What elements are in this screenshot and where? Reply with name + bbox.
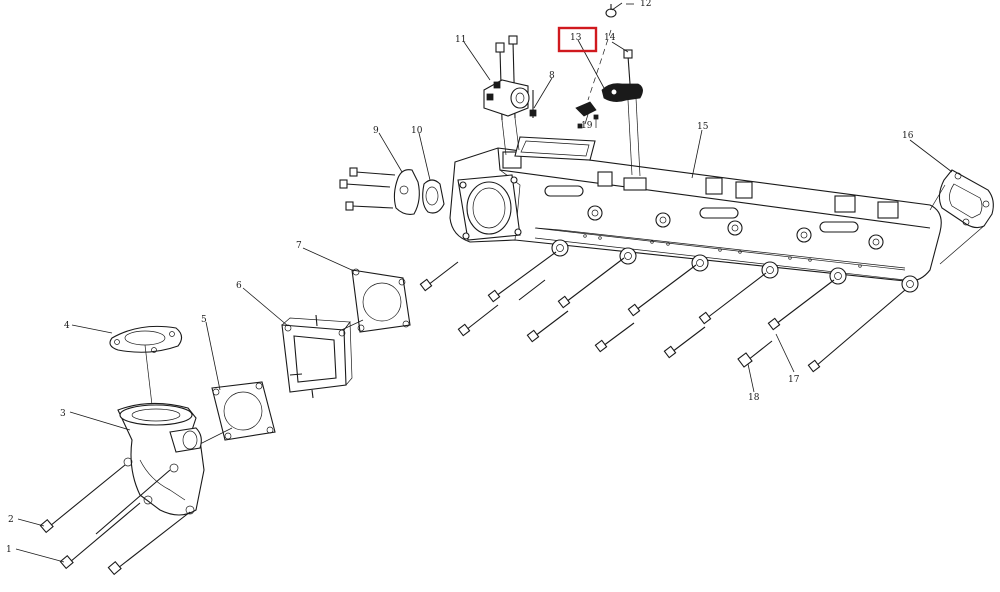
- elbow-3: [117, 402, 205, 516]
- gasket-5: [211, 381, 276, 441]
- label-part-13[interactable]: 13: [570, 33, 582, 43]
- adapter-6: [281, 314, 353, 399]
- leader-lines: [15, 2, 953, 563]
- label-part-14[interactable]: 14: [604, 33, 616, 43]
- label-part-2[interactable]: 2: [8, 515, 14, 525]
- label-part-16[interactable]: 16: [902, 131, 914, 141]
- manifold-bolts: [419, 251, 906, 373]
- top-components: [483, 4, 643, 177]
- elbow-bolts: [39, 464, 191, 576]
- label-part-1[interactable]: 1: [6, 545, 12, 555]
- label-part-8[interactable]: 8: [549, 71, 555, 81]
- highlight-box-part-13: [557, 26, 598, 53]
- label-part-18[interactable]: 18: [748, 393, 760, 403]
- end-gasket: [929, 169, 994, 265]
- side-flange-parts: [339, 167, 445, 215]
- label-part-6[interactable]: 6: [236, 281, 242, 291]
- gasket-7: [351, 268, 411, 333]
- label-part-15[interactable]: 15: [697, 122, 709, 132]
- label-part-9[interactable]: 9: [373, 126, 379, 136]
- part-labels: 1 2 3 4 5 6 7 8 9 10 11 12 13 14 15 16 1…: [6, 0, 914, 555]
- gasket-4: [109, 325, 183, 406]
- label-part-10[interactable]: 10: [411, 126, 423, 136]
- label-part-3[interactable]: 3: [60, 409, 66, 419]
- label-part-19[interactable]: 19: [581, 121, 593, 131]
- label-part-12[interactable]: 12: [640, 0, 651, 9]
- label-part-11[interactable]: 11: [455, 35, 466, 45]
- label-part-7[interactable]: 7: [296, 241, 302, 251]
- label-part-17[interactable]: 17: [788, 375, 800, 385]
- label-part-5[interactable]: 5: [201, 315, 207, 325]
- label-part-4[interactable]: 4: [64, 321, 70, 331]
